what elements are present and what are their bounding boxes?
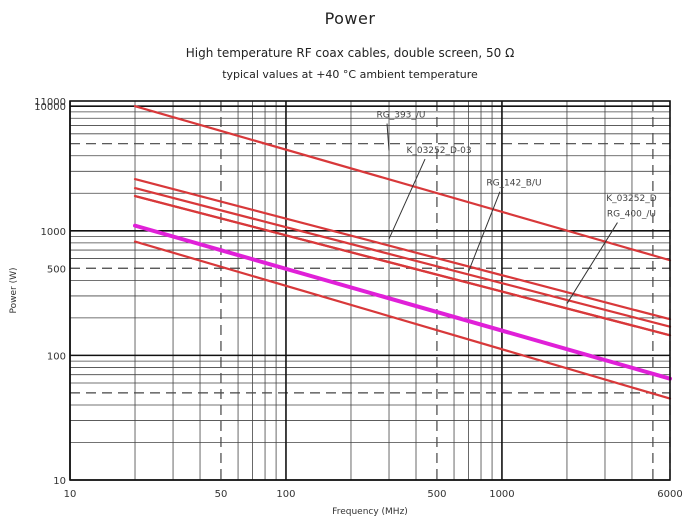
series-layer bbox=[133, 105, 672, 400]
annotation-label: RG_142_B/U bbox=[486, 179, 541, 189]
chart-title: Power bbox=[324, 9, 376, 28]
y-axis-label: Power (W) bbox=[9, 268, 19, 314]
annotation-leader bbox=[388, 158, 426, 240]
series-line-k-03252-d-03 bbox=[133, 177, 672, 321]
y-tick-label: 100 bbox=[47, 351, 66, 362]
chart-subtitle: High temperature RF coax cables, double … bbox=[185, 46, 515, 60]
annotation-label: RG_400_/U bbox=[607, 210, 656, 220]
annotation-leader bbox=[386, 123, 390, 151]
y-tick-label: 11000 bbox=[34, 97, 66, 108]
annotation-label: K_03252_D bbox=[606, 194, 657, 204]
series-line-rg-393-u bbox=[133, 105, 672, 262]
x-tick-label: 100 bbox=[276, 489, 295, 500]
series-line-rg-400-u bbox=[133, 194, 672, 337]
x-tick-label: 6000 bbox=[657, 489, 682, 500]
series-line-rg-142-b-u bbox=[133, 187, 672, 328]
major-grid bbox=[69, 101, 670, 481]
minor-grid bbox=[70, 101, 671, 480]
plot-frame bbox=[69, 100, 671, 481]
annotation-label: RG_393_/U bbox=[376, 111, 425, 121]
chart-subtitle-conditions: typical values at +40 °C ambient tempera… bbox=[222, 68, 478, 81]
annotation-label: K_03252_D-03 bbox=[406, 146, 471, 156]
x-tick-label: 1000 bbox=[489, 489, 514, 500]
x-tick-label: 10 bbox=[64, 489, 77, 500]
x-tick-label: 500 bbox=[427, 489, 446, 500]
annotation-leader bbox=[566, 222, 618, 304]
series-line-7 bbox=[133, 240, 672, 400]
y-tick-label: 1000 bbox=[41, 227, 66, 238]
y-tick-label: 10000 bbox=[34, 102, 66, 113]
annotation-leader bbox=[468, 191, 501, 272]
y-tick-label: 500 bbox=[47, 264, 66, 275]
x-axis-label: Frequency (MHz) bbox=[332, 507, 408, 517]
series-line-6 bbox=[133, 223, 672, 381]
y-tick-label: 10 bbox=[53, 476, 66, 487]
x-tick-label: 50 bbox=[215, 489, 228, 500]
